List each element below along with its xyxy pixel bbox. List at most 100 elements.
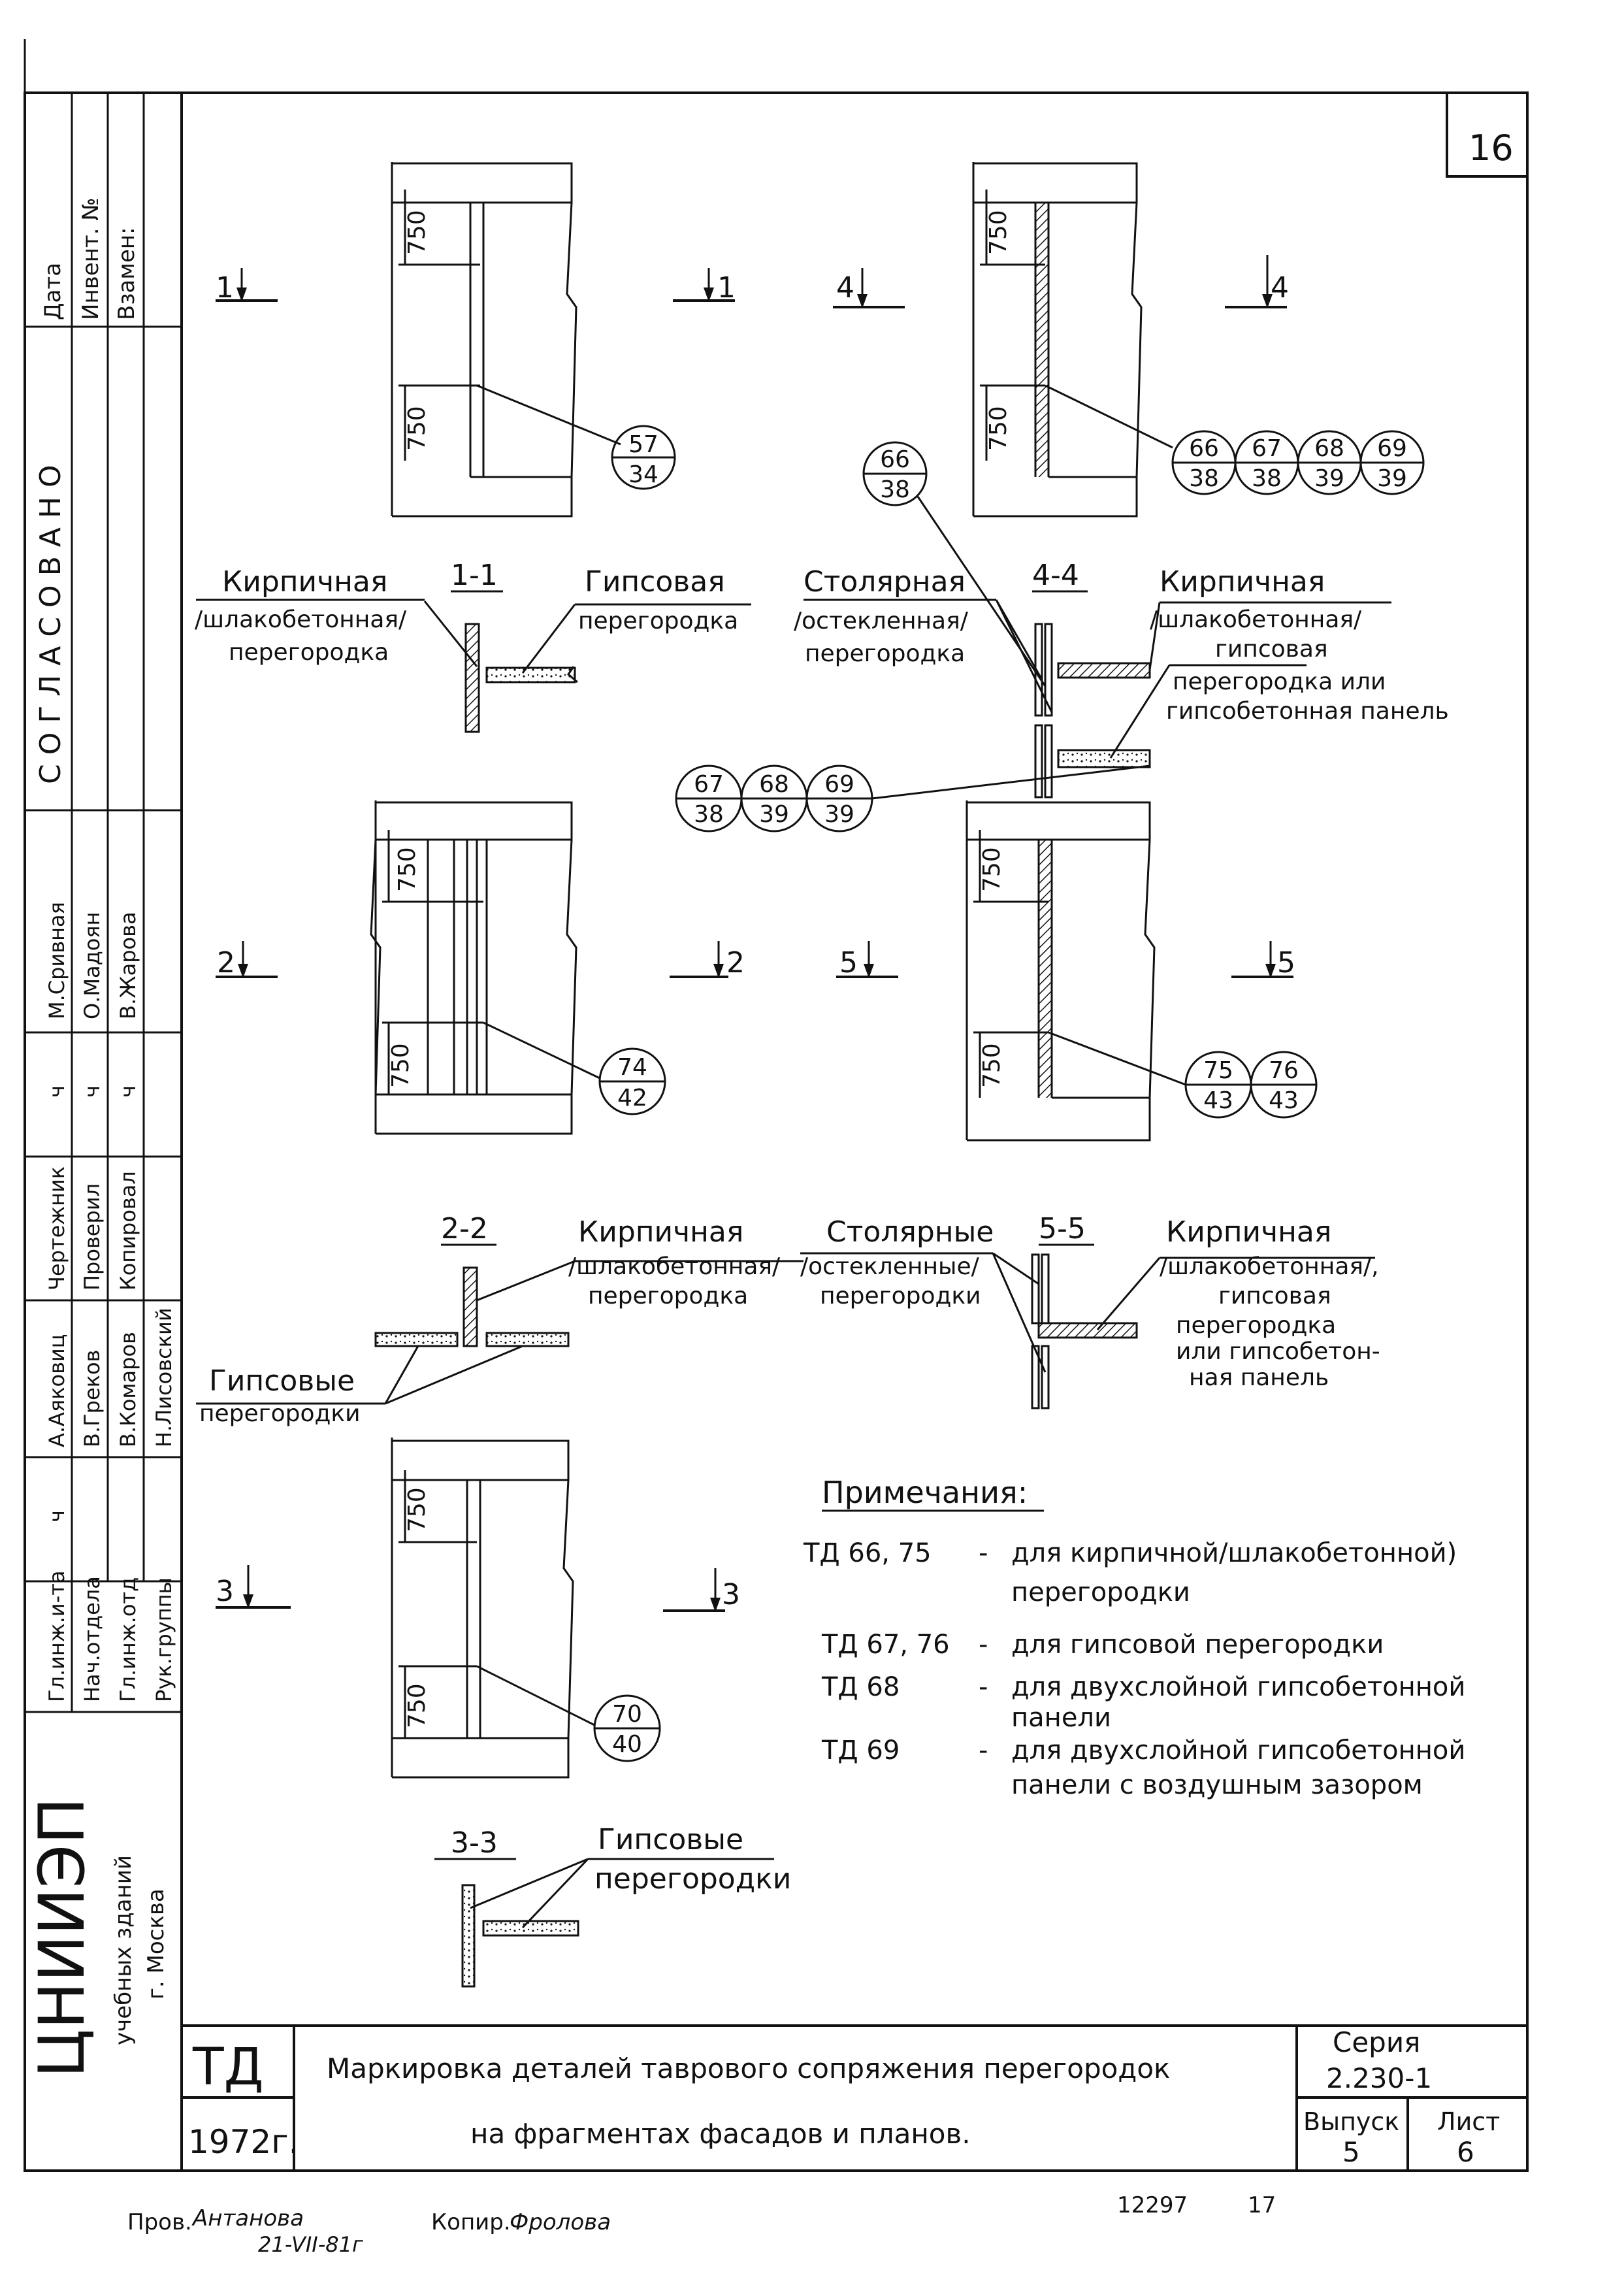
svg-text:5: 5 <box>1277 946 1295 979</box>
svg-text:75: 75 <box>1203 1057 1233 1084</box>
svg-text:38: 38 <box>880 476 910 503</box>
note-3-l1: для двухслойной гипсобетонной <box>1011 1735 1465 1766</box>
svg-text:66: 66 <box>1189 435 1219 462</box>
org-sub2: г. Москва <box>143 1888 169 1999</box>
f3-mark-right: 3 <box>663 1568 740 1612</box>
s55-right-5: или гипсобетон- <box>1176 1338 1380 1365</box>
role-2: Гл.инж.отд <box>116 1577 140 1702</box>
svg-text:39: 39 <box>1377 465 1407 492</box>
note-3-l2: панели с воздушным зазором <box>1011 1770 1423 1800</box>
s44-right-5: гипсобетонная панель <box>1166 698 1449 725</box>
svg-text:39: 39 <box>1314 465 1344 492</box>
tb-title-2: на фрагментах фасадов и планов. <box>470 2118 971 2150</box>
s11-title: 1-1 <box>451 559 498 592</box>
f2-dim-bottom: 750 <box>387 1043 414 1088</box>
svg-text:70: 70 <box>612 1701 642 1728</box>
s55-title: 5-5 <box>1039 1212 1086 1245</box>
svg-text:40: 40 <box>612 1731 642 1758</box>
s22-top-2: /шлакобетонная/ <box>568 1253 781 1280</box>
sig-col3-2: В.Жарова <box>116 912 140 1019</box>
svg-text:38: 38 <box>1189 465 1219 492</box>
s33-title: 3-3 <box>451 1826 498 1860</box>
s44-right-3: гипсовая <box>1215 636 1328 663</box>
svg-text:2: 2 <box>217 946 235 979</box>
svg-text:69: 69 <box>1377 435 1407 462</box>
sig-col3-0: М.Сривная <box>44 902 69 1019</box>
role-0: Гл.инж.и-та <box>44 1571 69 1702</box>
svg-text:1: 1 <box>717 271 736 304</box>
tb-code: ТД <box>192 2038 264 2097</box>
section-5-5: 5-5 <box>800 1212 1375 1409</box>
role2-0: Чертежник <box>44 1166 69 1291</box>
f2-dim-top: 750 <box>394 847 421 892</box>
s11-left-2: /шлакобетонная/ <box>195 606 407 633</box>
role-3: Рук.группы <box>152 1577 176 1702</box>
svg-text:68: 68 <box>1314 435 1344 462</box>
svg-text:34: 34 <box>628 461 658 488</box>
f2-mark-right: 2 <box>670 941 745 979</box>
s44-title: 4-4 <box>1032 559 1079 592</box>
f5-hatched-partition <box>1039 840 1052 1098</box>
sig-col1-0: А.Аяковиц <box>44 1334 69 1447</box>
s11-left-1: Кирпичная <box>222 565 387 599</box>
sheet-number-box: 16 <box>1446 93 1527 178</box>
s55-right-2: /шлакобетонная/, <box>1160 1253 1379 1280</box>
note-0-l1: для кирпичной/шлакобетонной) <box>1011 1538 1457 1568</box>
section-1-1: 1-1 <box>196 559 751 733</box>
f1-tag-57-34: 57 34 <box>611 425 676 490</box>
s33-1: Гипсовые <box>598 1823 743 1856</box>
sig-mark-0: ч <box>44 1085 69 1098</box>
f4-mark-left: 4 <box>833 268 905 308</box>
note-1-l1: для гипсовой перегородки <box>1011 1630 1384 1660</box>
note-2-code: ТД 68 <box>821 1672 900 1702</box>
sig-mark-3: ч <box>44 1510 69 1522</box>
tb-series-value: 2.230-1 <box>1326 2062 1432 2094</box>
f3-dim-top: 750 <box>404 1487 430 1532</box>
svg-text:5: 5 <box>839 946 858 979</box>
mid-tag-67-38: 67 38 <box>675 765 743 832</box>
f4-hatched-partition <box>1035 203 1048 477</box>
f4-mark-right: 4 <box>1225 255 1289 308</box>
svg-text:57: 57 <box>628 431 658 458</box>
f5-dim-top: 750 <box>979 847 1005 892</box>
footer-page: 17 <box>1248 2192 1276 2218</box>
f3-tag-70-40: 70 40 <box>593 1694 661 1762</box>
footer: Пров. Антанова 21-VII-81г Копир. Фролова… <box>127 2192 1276 2257</box>
svg-text:67: 67 <box>1252 435 1282 462</box>
svg-text:66: 66 <box>880 446 910 473</box>
footer-checked-sig: Антанова <box>191 2205 304 2231</box>
f1-mark-right: 1 <box>673 268 736 304</box>
svg-text:42: 42 <box>617 1085 647 1111</box>
svg-text:38: 38 <box>1252 465 1282 492</box>
s55-right-3: гипсовая <box>1218 1283 1331 1309</box>
s11-right-2: перегородка <box>578 608 738 634</box>
org-name: ЦНИИЭП <box>25 1797 99 2078</box>
svg-text:4: 4 <box>1271 271 1289 304</box>
s44-left-3: перегородка <box>805 640 965 667</box>
note-0-l2: перегородки <box>1011 1577 1190 1607</box>
tb-sheet-value: 6 <box>1457 2136 1474 2168</box>
f2-tag-74-42: 74 42 <box>598 1047 666 1115</box>
svg-text:69: 69 <box>824 771 854 798</box>
sig-col1-1: В.Греков <box>80 1350 105 1447</box>
f5-mark-left: 5 <box>836 941 898 979</box>
s55-left-3: перегородки <box>820 1283 981 1309</box>
svg-text:3: 3 <box>722 1578 740 1611</box>
f1-dim-bottom: 750 <box>404 406 430 451</box>
f2-mark-left: 2 <box>216 941 278 979</box>
note-2-l2: панели <box>1011 1703 1111 1733</box>
f4-tag-67-38: 67 38 <box>1234 430 1299 495</box>
f1-mark-left: 1 <box>216 268 278 304</box>
fragment-2 <box>370 800 600 1135</box>
f5-dim-bottom: 750 <box>979 1043 1005 1088</box>
role2-2: Копировал <box>116 1171 140 1291</box>
sig-col1-3: Н.Лисовский <box>152 1308 176 1447</box>
f5-tag-76-43: 76 43 <box>1250 1051 1318 1119</box>
mid-tag-68-39: 68 39 <box>740 765 808 832</box>
f5-mark-right: 5 <box>1231 941 1295 979</box>
f4-tag-68-39: 68 39 <box>1297 430 1362 495</box>
footer-copied-sig: Фролова <box>510 2209 611 2235</box>
org-sub1: учебных зданий <box>110 1855 137 2045</box>
svg-text:2: 2 <box>726 946 745 979</box>
s22-top-3: перегородка <box>588 1283 748 1309</box>
